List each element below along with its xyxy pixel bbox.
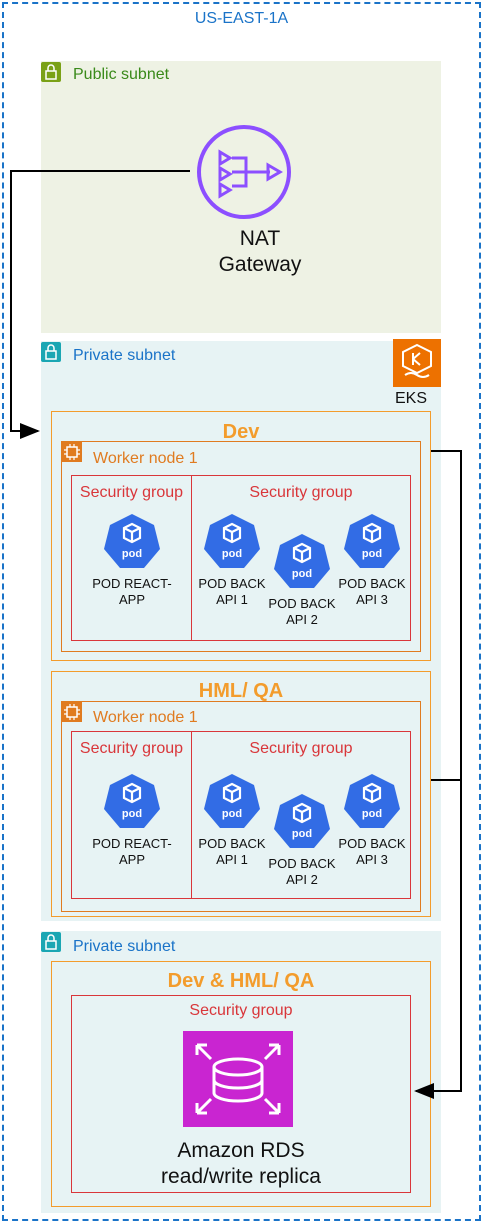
dev-environment (51, 411, 431, 661)
pod-label-line1: POD BACK (198, 836, 266, 851)
pod-label-line2: APP (118, 592, 145, 607)
dev-title: Dev (222, 421, 260, 443)
qa-worker-label: Worker node 1 (93, 709, 198, 726)
pod-icon-text: pod (361, 808, 383, 820)
dev-security-group-right (191, 475, 411, 641)
chip-icon (62, 702, 82, 722)
pod-label-line1: POD BACK (338, 836, 406, 851)
pod-label-line1: POD BACK (198, 576, 266, 591)
pod-label-line2: API 3 (356, 592, 388, 607)
pod-icon-text: pod (361, 548, 383, 560)
pod-label-line2: APP (118, 852, 145, 867)
pod-icon-text: pod (291, 568, 313, 580)
pod-icon: pod (102, 772, 162, 837)
pod-label-line1: POD BACK (338, 576, 406, 591)
pod-icon: pod (102, 512, 162, 577)
database-icon (183, 1031, 293, 1127)
private-subnet-2-label: Private subnet (73, 938, 176, 955)
qa-sg-right-label: Security group (249, 740, 353, 757)
dev-worker-label: Worker node 1 (93, 450, 198, 467)
rds-label: Amazon RDS read/write replica (111, 1138, 371, 1190)
eks-icon (393, 339, 441, 387)
qa-worker-node (61, 701, 421, 912)
qa-security-group-right (191, 731, 411, 899)
pod-label-line2: API 2 (286, 872, 318, 887)
rds-label-line1: Amazon RDS (177, 1139, 305, 1162)
pod-icon-text: pod (121, 548, 143, 560)
nat-gateway-label: NAT Gateway (160, 226, 360, 278)
pod-label-line1: POD REACT- (92, 836, 172, 851)
qa-environment (51, 671, 431, 917)
nat-label-line1: NAT (239, 227, 281, 250)
lock-icon (41, 342, 61, 362)
pod-icon: pod (272, 792, 332, 857)
lock-icon (41, 932, 61, 952)
pod-icon-text: pod (221, 548, 243, 560)
dev-sg-right-label: Security group (249, 484, 353, 501)
public-subnet (41, 61, 441, 333)
pod-label-line1: POD REACT- (92, 576, 172, 591)
dev-sg-left-label: Security group (79, 484, 184, 501)
shared-env-title: Dev & HML/ QA (167, 970, 315, 992)
qa-title: HML/ QA (198, 680, 284, 702)
pod-icon: pod (202, 772, 262, 837)
chip-icon (62, 442, 82, 462)
pod-icon: pod (272, 532, 332, 597)
qa-pod-label: POD REACT-APP (82, 836, 182, 868)
dev-worker-node (61, 441, 421, 652)
nat-label-line2: Gateway (218, 253, 302, 276)
pod-label-line2: API 1 (216, 592, 248, 607)
pod-label-line1: POD BACK (268, 596, 336, 611)
pod-icon-text: pod (291, 828, 313, 840)
pod-icon: pod (202, 512, 262, 577)
dev-pod-label: POD REACT-APP (82, 576, 182, 608)
dev-to-rds-connector (414, 450, 462, 1099)
pod-label-line2: API 1 (216, 852, 248, 867)
private-subnet-1-label: Private subnet (73, 347, 176, 364)
qa-sg-left-label: Security group (79, 740, 184, 757)
lock-icon (41, 62, 61, 82)
nat-gateway-icon (192, 124, 296, 220)
nat-to-dev-connector (10, 170, 190, 439)
rds-label-line2: read/write replica (161, 1165, 321, 1188)
public-subnet-label: Public subnet (73, 66, 170, 83)
pod-icon-text: pod (221, 808, 243, 820)
pod-icon-text: pod (121, 808, 143, 820)
pod-label-line1: POD BACK (268, 856, 336, 871)
pod-label-line2: API 3 (356, 852, 388, 867)
rds-sg-label: Security group (189, 1002, 293, 1019)
pod-label-line2: API 2 (286, 612, 318, 627)
region-title: US-EAST-1A (194, 10, 289, 27)
eks-label: EKS (395, 390, 428, 407)
rds-security-group (71, 995, 411, 1193)
pod-icon: pod (342, 512, 402, 577)
pod-icon: pod (342, 772, 402, 837)
